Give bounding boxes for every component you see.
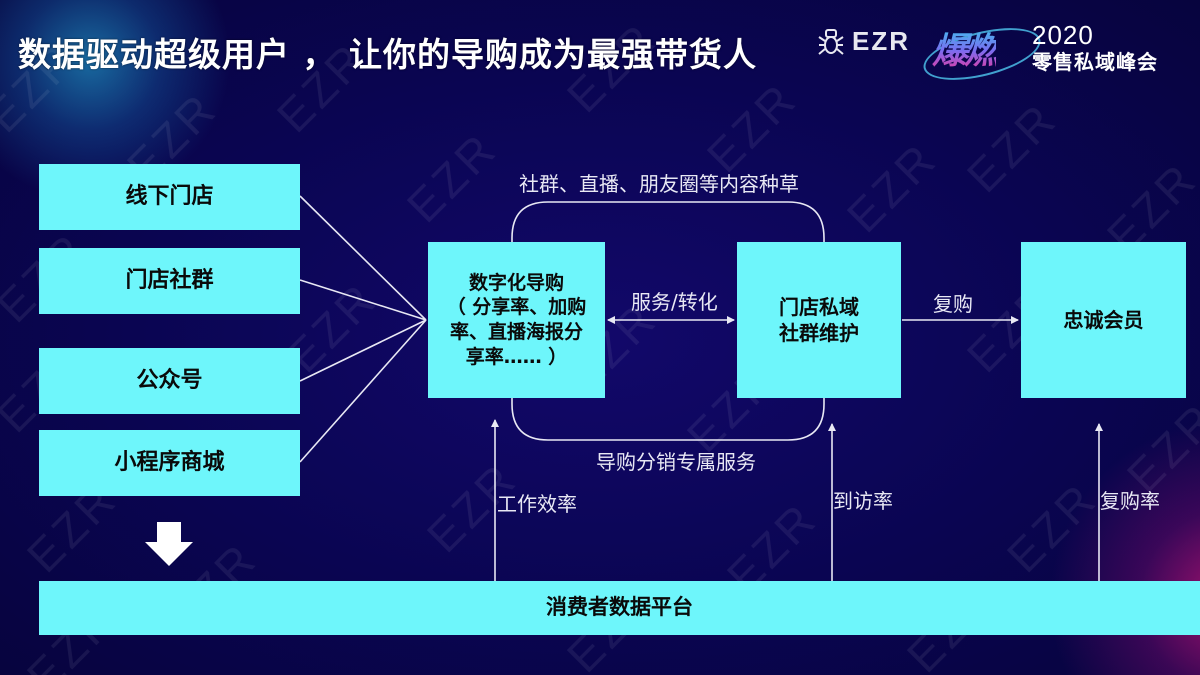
node-store-private-domain: 门店私域 社群维护 (737, 242, 901, 398)
edge-label-repurchase: 复购 (933, 292, 973, 316)
node-consumer-data-platform: 消费者数据平台 (39, 581, 1200, 635)
source-store-community: 门店社群 (39, 248, 300, 314)
edge-label-work-efficiency: 工作效率 (497, 492, 577, 516)
down-arrow-icon (145, 522, 193, 566)
brand-logo: EZR (818, 26, 910, 57)
source-offline-store: 线下门店 (39, 164, 300, 230)
event-name: 零售私域峰会 (1032, 50, 1158, 74)
node-loyal-member: 忠诚会员 (1021, 242, 1186, 398)
source-mini-program-mall: 小程序商城 (39, 430, 300, 496)
page-title: 数据驱动超级用户 ， 让你的导购成为最强带货人 (18, 35, 757, 74)
event-logo: 爆燃 (918, 18, 1046, 90)
connector-offline-store (299, 195, 427, 321)
node-digital-guide: 数字化导购 （ 分享率、加购 率、直播海报分 享率…… ） (428, 242, 605, 398)
brand-name: EZR (852, 26, 910, 56)
edge-label-distribution-service: 导购分销专属服务 (596, 450, 756, 474)
edge-label-service-conversion: 服务/转化 (631, 290, 718, 314)
event-logo-text: 爆燃 (932, 22, 1000, 74)
spider-icon (818, 28, 844, 55)
edge-label-repurchase-rate: 复购率 (1100, 489, 1160, 513)
edge-label-content-seeding: 社群、直播、朋友圈等内容种草 (519, 172, 799, 196)
event-year: 2020 (1032, 20, 1094, 50)
edge-label-visit-rate: 到访率 (833, 489, 893, 513)
source-official-account: 公众号 (39, 348, 300, 414)
